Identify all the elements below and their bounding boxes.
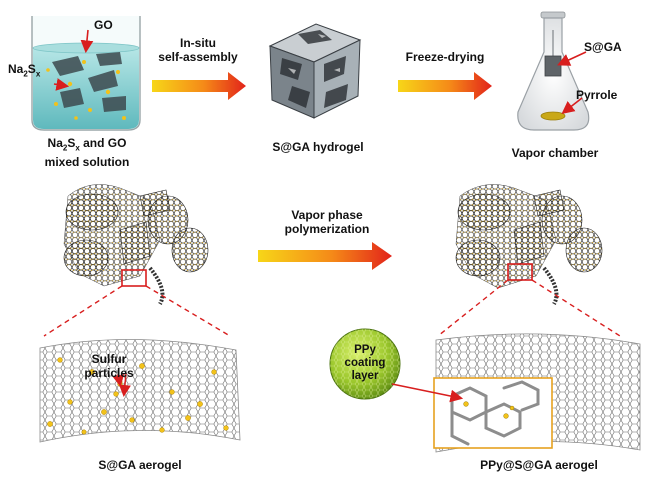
graphene-sheet-ppy [433, 333, 641, 453]
arrow-freeze-drying [398, 72, 492, 100]
beaker-caption: Na2Sx and GO mixed solution [44, 136, 130, 170]
sga-aerogel-caption: S@GA aerogel [98, 458, 182, 472]
arrow-vapor-phase [258, 242, 392, 270]
sga-aerogel-structure [63, 184, 209, 305]
na2sx-particles [46, 60, 126, 120]
ppy-sga-aerogel-structure [455, 184, 603, 305]
sulfur-particles-label: Sulfur particles [84, 352, 134, 380]
flask-caption: Vapor chamber [511, 146, 599, 160]
hydrogel-cube [268, 23, 362, 119]
ppy-inset-network [450, 380, 540, 446]
hydrogel-caption: S@GA hydrogel [272, 140, 364, 154]
arrow3-label: Vapor phase polymerization [284, 208, 370, 236]
arrow1-label: In-situ self-assembly [158, 36, 238, 64]
zoom-lines-left [43, 285, 231, 337]
go-sheets [52, 52, 126, 112]
arrow-in-situ [152, 72, 246, 100]
graphene-sheet-with-sulfur [39, 339, 241, 443]
ppy-coating-sphere [329, 328, 464, 403]
na2sx-label: Na2Sx [8, 62, 41, 79]
ppy-sphere-label: PPy coating layer [344, 344, 386, 382]
pyrrole-label: Pyrrole [576, 88, 618, 102]
ppy-sga-aerogel-caption: PPy@S@GA aerogel [480, 458, 598, 472]
zoom-lines-right [437, 279, 621, 337]
sga-flask-label: S@GA [584, 40, 622, 54]
vapor-chamber-flask [517, 11, 590, 131]
beaker-illustration [31, 16, 141, 131]
go-label: GO [94, 18, 113, 32]
arrow2-label: Freeze-drying [405, 50, 485, 64]
